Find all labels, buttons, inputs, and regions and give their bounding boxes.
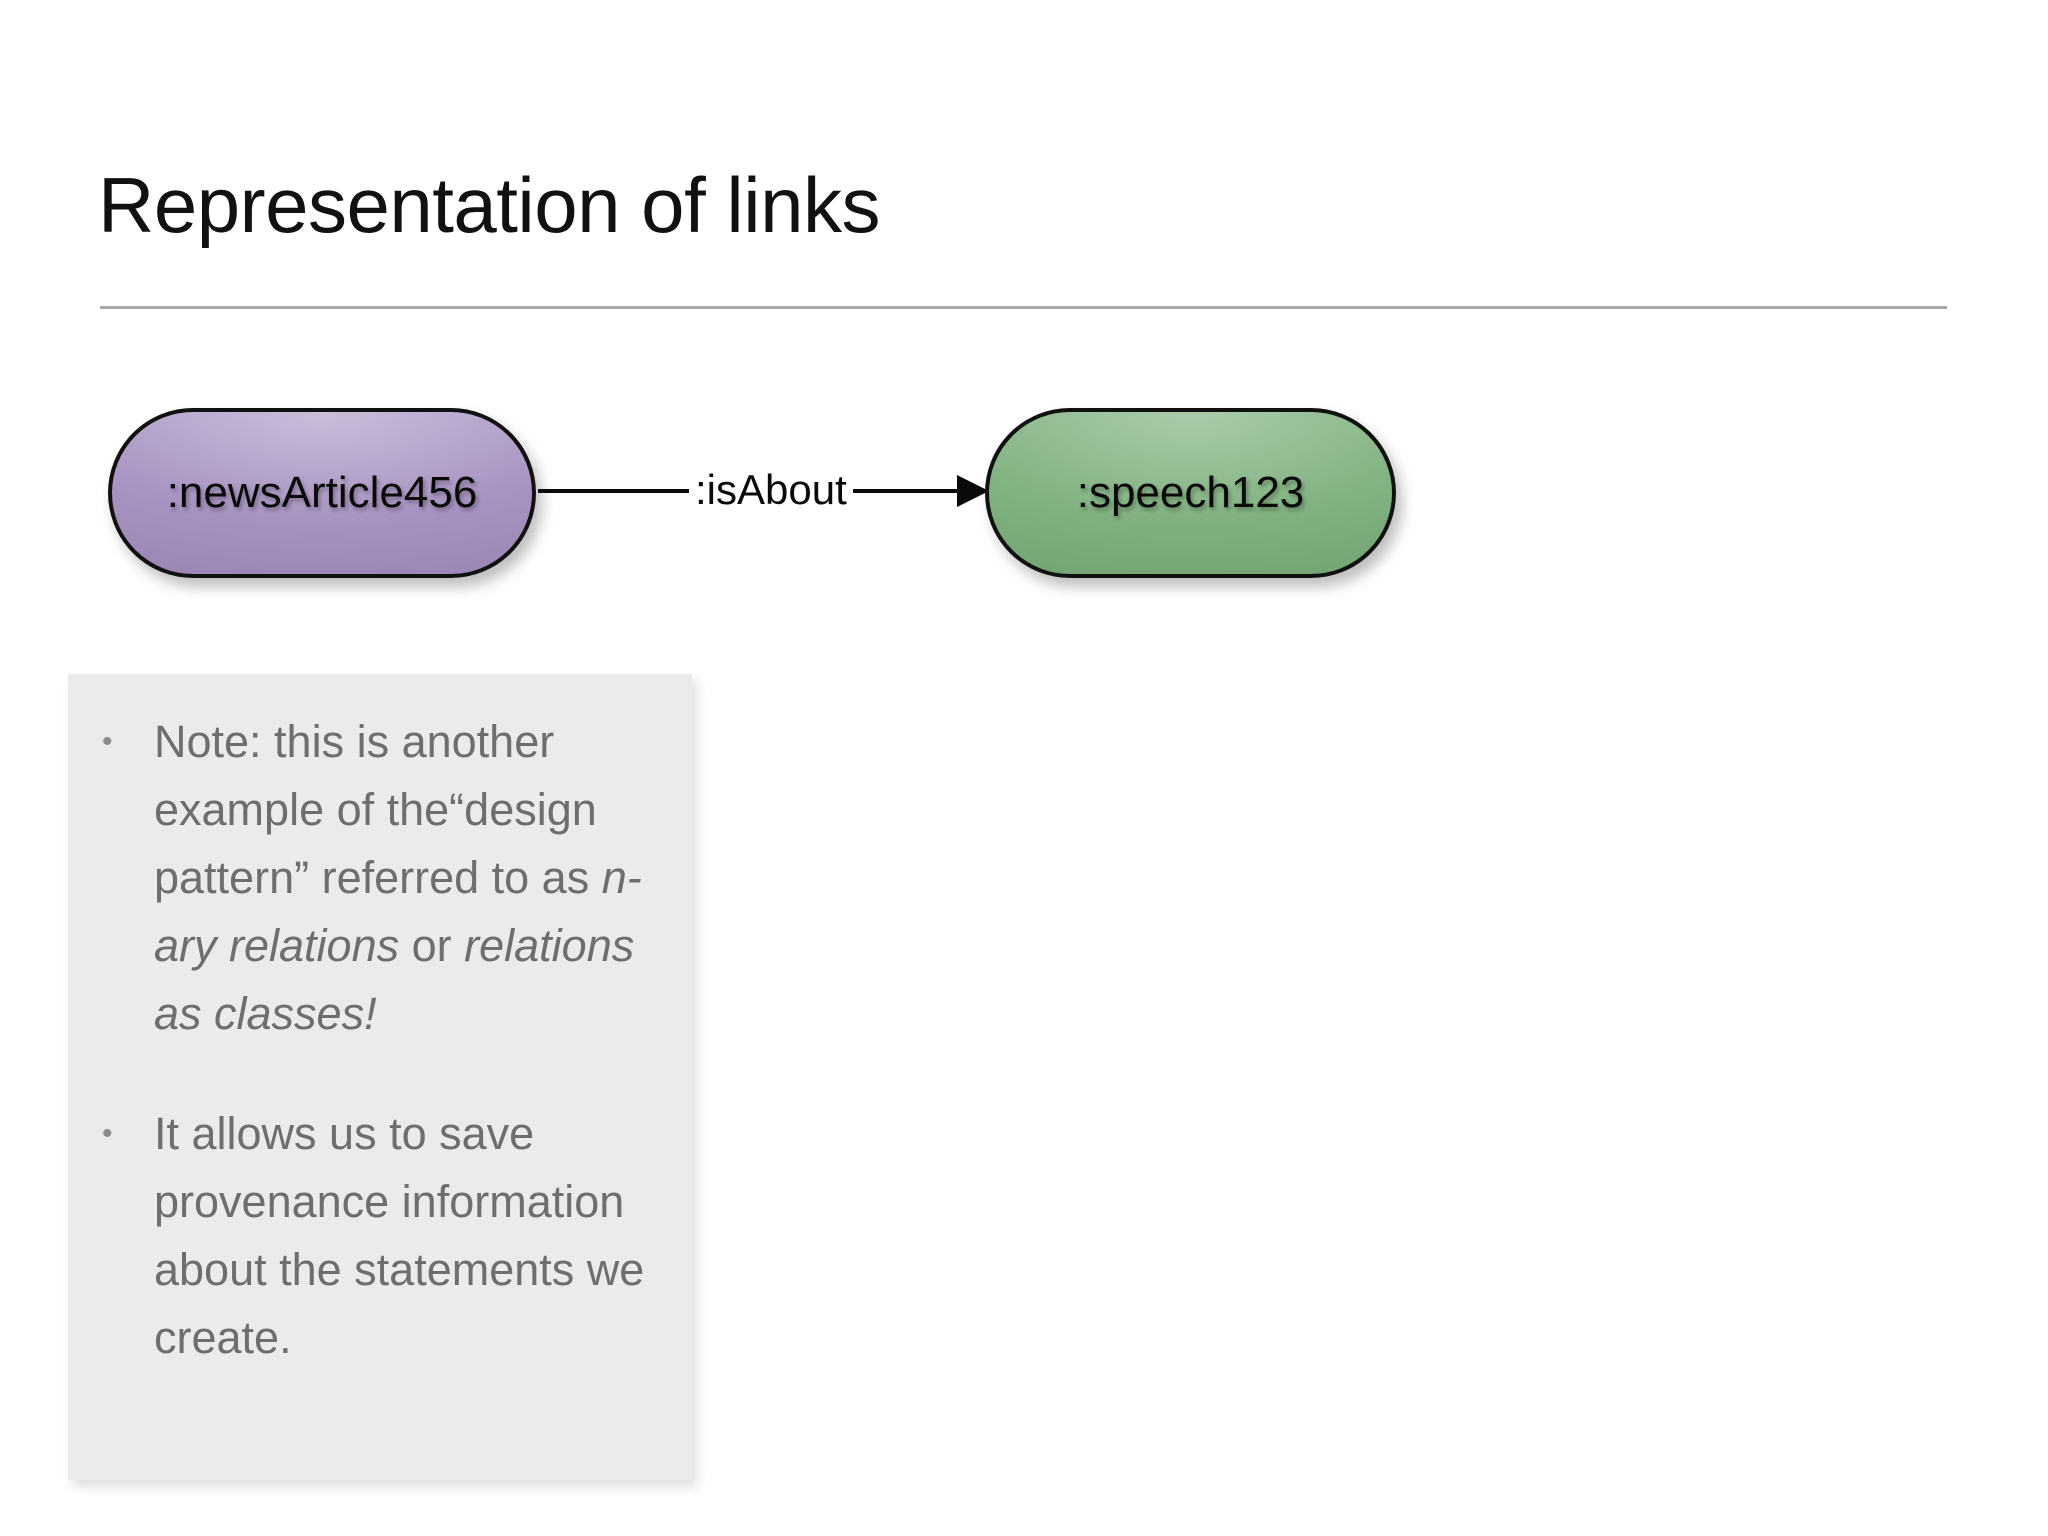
bullet-icon: • xyxy=(102,725,113,758)
plain-text: It allows us to save provenance informat… xyxy=(154,1108,645,1363)
arrowhead-icon xyxy=(957,475,989,507)
bullet-icon: • xyxy=(102,1117,113,1150)
graph-node-news-article[interactable]: :newsArticle456 xyxy=(108,408,536,578)
edge-line-left-segment xyxy=(538,489,689,493)
notes-panel: • Note: this is another example of the“d… xyxy=(68,674,692,1480)
plain-text: Note: this is another example of the“des… xyxy=(154,716,602,903)
graph-node-label: :speech123 xyxy=(1076,468,1305,517)
note-text: It allows us to save provenance informat… xyxy=(154,1100,652,1372)
emphasized-text: relations as classes! xyxy=(154,920,635,1039)
note-text: Note: this is another example of the“des… xyxy=(154,708,652,1048)
list-item: • Note: this is another example of the“d… xyxy=(102,708,652,1048)
graph-node-speech[interactable]: :speech123 xyxy=(985,408,1396,578)
page-title: Representation of links xyxy=(98,161,880,249)
graph-node-label: :newsArticle456 xyxy=(166,468,478,517)
list-item: • It allows us to save provenance inform… xyxy=(102,1100,652,1372)
emphasized-text: n-ary relations xyxy=(154,852,642,971)
title-divider xyxy=(100,306,1947,309)
edge-label-isabout: :isAbout xyxy=(695,466,847,513)
plain-text: or xyxy=(399,920,465,971)
edge-line-right-segment xyxy=(853,489,963,493)
